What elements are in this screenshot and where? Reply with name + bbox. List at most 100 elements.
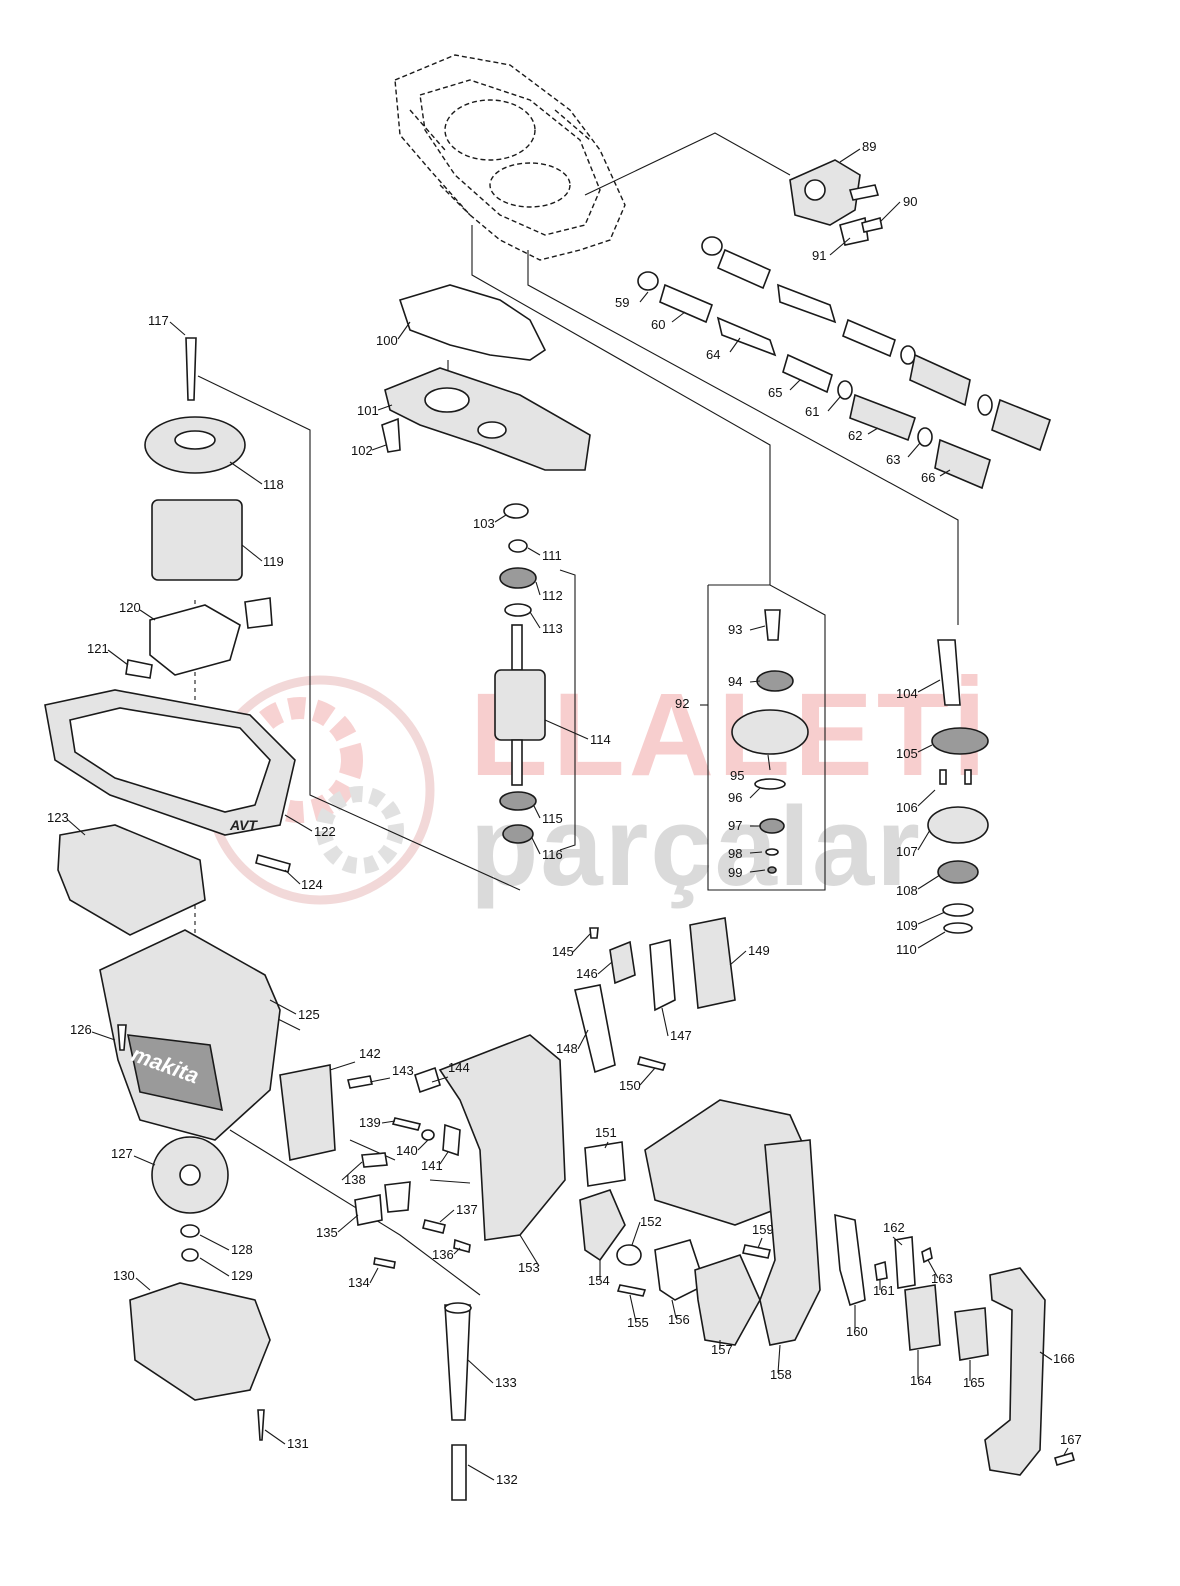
- electrical-parts: [279, 1064, 472, 1501]
- part-label: 164: [910, 1373, 932, 1388]
- part-label: 163: [931, 1271, 953, 1286]
- part-label: 160: [846, 1324, 868, 1339]
- part-label: 143: [392, 1063, 414, 1078]
- part-label: 132: [496, 1472, 518, 1487]
- part-label: 105: [896, 746, 918, 761]
- striker-parts: [637, 236, 1051, 490]
- gear-housing-dashed: [394, 54, 626, 261]
- part-label: 97: [728, 818, 742, 833]
- part-label: 101: [357, 403, 379, 418]
- part-label: 114: [590, 732, 611, 747]
- part-label: 93: [728, 622, 742, 637]
- watermark: ELALETİ parçalar: [205, 669, 990, 909]
- part-label: 133: [495, 1375, 517, 1390]
- part-label: 106: [896, 800, 918, 815]
- part-label: 138: [344, 1172, 366, 1187]
- motor-assembly: AVT makita: [44, 337, 296, 1441]
- part-label: 137: [456, 1202, 478, 1217]
- part-label: 152: [640, 1214, 662, 1229]
- part-label: 120: [119, 600, 141, 615]
- part-label: 91: [812, 248, 826, 263]
- part-label: 117: [148, 313, 169, 328]
- part-label: 166: [1053, 1351, 1075, 1366]
- part-label: 135: [316, 1225, 338, 1240]
- part-label: 140: [396, 1143, 418, 1158]
- middle-plate-assembly: [381, 284, 591, 471]
- armature-assembly: [494, 503, 546, 844]
- part-label: 112: [542, 588, 563, 603]
- part-label: 104: [896, 686, 918, 701]
- part-label: 66: [921, 470, 935, 485]
- part-label: 145: [552, 944, 574, 959]
- part-label: 95: [730, 768, 744, 783]
- part-label: 89: [862, 139, 876, 154]
- avt-marking: AVT: [229, 817, 258, 833]
- part-label: 134: [348, 1275, 370, 1290]
- part-label: 109: [896, 918, 918, 933]
- part-label: 128: [231, 1242, 253, 1257]
- part-label: 165: [963, 1375, 985, 1390]
- part-label: 146: [576, 966, 598, 981]
- part-label: 141: [421, 1158, 443, 1173]
- part-label: 154: [588, 1273, 610, 1288]
- part-label: 122: [314, 824, 336, 839]
- crank-assembly: [789, 159, 883, 246]
- part-label: 124: [301, 877, 323, 892]
- part-label: 119: [263, 554, 284, 569]
- part-label: 107: [896, 844, 918, 859]
- part-label: 142: [359, 1046, 381, 1061]
- part-label: 110: [896, 942, 917, 957]
- part-label: 63: [886, 452, 900, 467]
- part-label: 158: [770, 1367, 792, 1382]
- part-label: 126: [70, 1022, 92, 1037]
- part-number-labels: 59 60 61 62 63 64 65 66 89 90 91 92 93 9…: [47, 139, 1082, 1487]
- clutch-assembly: [927, 639, 989, 934]
- part-label: 150: [619, 1078, 641, 1093]
- part-label: 153: [518, 1260, 540, 1275]
- part-label: 61: [805, 404, 819, 419]
- part-label: 121: [87, 641, 109, 656]
- part-label: 159: [752, 1222, 774, 1237]
- gear-group-92: [731, 609, 809, 874]
- part-label: 155: [627, 1315, 649, 1330]
- part-label: 148: [556, 1041, 578, 1056]
- part-label: 127: [111, 1146, 133, 1161]
- part-label: 65: [768, 385, 782, 400]
- part-label: 149: [748, 943, 770, 958]
- part-label: 151: [595, 1125, 617, 1140]
- watermark-line2: parçalar: [470, 784, 922, 909]
- part-label: 125: [298, 1007, 320, 1022]
- part-label: 62: [848, 428, 862, 443]
- handle-assembly: [438, 917, 1075, 1476]
- part-label: 96: [728, 790, 742, 805]
- part-label: 108: [896, 883, 918, 898]
- part-label: 100: [376, 333, 398, 348]
- part-label: 60: [651, 317, 665, 332]
- part-label: 136: [432, 1247, 454, 1262]
- part-label: 157: [711, 1342, 733, 1357]
- part-label: 59: [615, 295, 629, 310]
- part-label: 147: [670, 1028, 692, 1043]
- part-label: 64: [706, 347, 720, 362]
- part-label: 99: [728, 865, 742, 880]
- part-label: 102: [351, 443, 373, 458]
- part-label: 92: [675, 696, 689, 711]
- label-ticks: [67, 148, 1069, 1481]
- part-label: 131: [287, 1436, 309, 1451]
- part-label: 139: [359, 1115, 381, 1130]
- part-label: 118: [263, 477, 284, 492]
- part-label: 98: [728, 846, 742, 861]
- part-label: 144: [448, 1060, 470, 1075]
- part-label: 123: [47, 810, 69, 825]
- part-label: 103: [473, 516, 495, 531]
- part-label: 113: [542, 621, 563, 636]
- part-label: 115: [542, 811, 563, 826]
- part-label: 130: [113, 1268, 135, 1283]
- part-label: 167: [1060, 1432, 1082, 1447]
- watermark-line1: ELALETİ: [470, 669, 990, 801]
- part-label: 94: [728, 674, 742, 689]
- part-label: 129: [231, 1268, 253, 1283]
- part-label: 90: [903, 194, 917, 209]
